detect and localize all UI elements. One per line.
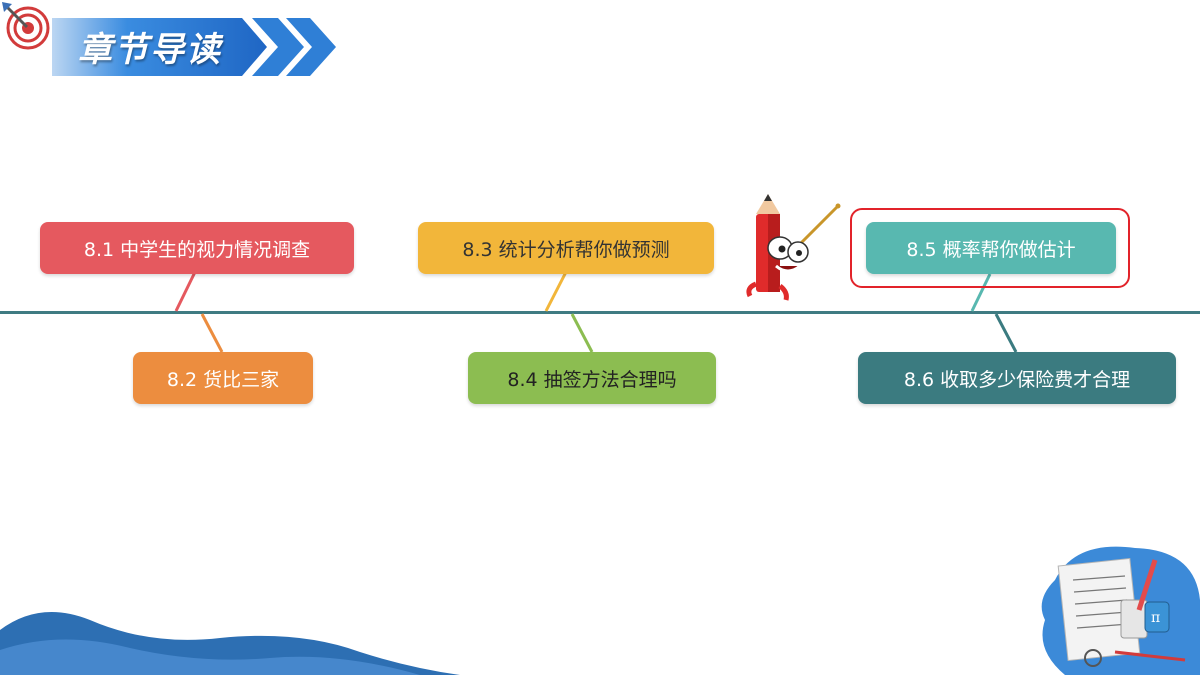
timeline-node-8-4[interactable]: 8.4 抽签方法合理吗 xyxy=(468,352,716,404)
connector-8-6 xyxy=(994,313,1018,353)
timeline-node-8-1[interactable]: 8.1 中学生的视力情况调查 xyxy=(40,222,354,274)
highlight-frame xyxy=(850,208,1130,288)
connector-8-5 xyxy=(970,273,992,312)
target-icon xyxy=(2,2,50,50)
header-banner xyxy=(52,18,336,76)
page-title: 章节导读 xyxy=(78,30,222,70)
pencil-mascot-icon xyxy=(746,194,841,301)
svg-text:π: π xyxy=(1151,610,1160,626)
timeline-node-8-5[interactable]: 8.5 概率帮你做估计 xyxy=(866,222,1116,274)
connector-8-1 xyxy=(174,271,197,312)
timeline-node-8-3[interactable]: 8.3 统计分析帮你做预测 xyxy=(418,222,714,274)
timeline-node-8-6[interactable]: 8.6 收取多少保险费才合理 xyxy=(858,352,1176,404)
wave-decoration xyxy=(0,612,460,675)
connector-8-4 xyxy=(570,313,594,353)
math-notebook-icon: π xyxy=(1041,546,1200,675)
connector-8-2 xyxy=(200,313,224,353)
timeline-line xyxy=(0,311,1200,314)
timeline-node-8-2[interactable]: 8.2 货比三家 xyxy=(133,352,313,404)
connector-8-3 xyxy=(544,271,568,312)
